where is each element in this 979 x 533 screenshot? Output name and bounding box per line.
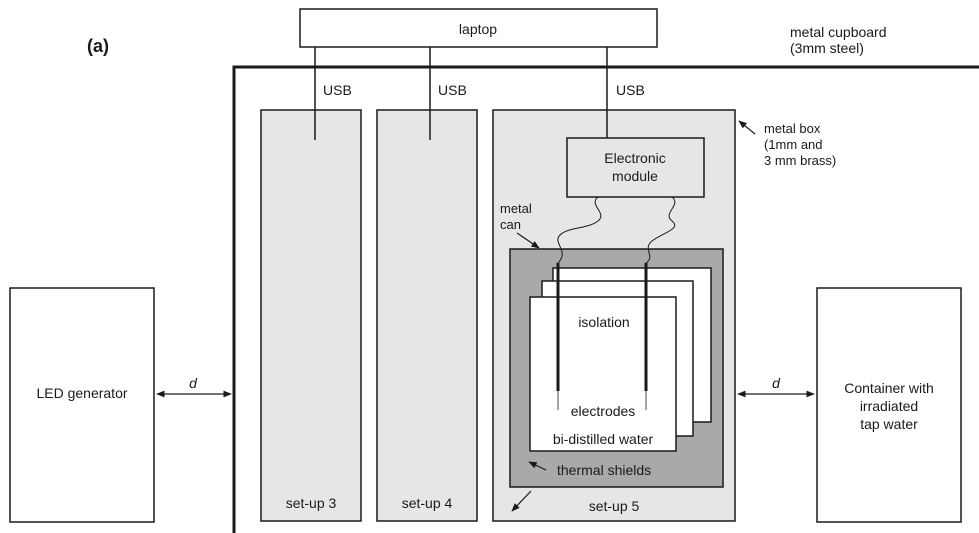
laptop-box (299, 8, 658, 48)
distance-label-right: d (772, 375, 781, 391)
distance-label-left: d (189, 375, 198, 391)
usb-label-5: USB (616, 82, 645, 98)
metal-box-label-line3: 3 mm brass) (764, 153, 836, 168)
led-generator-box (9, 287, 155, 523)
electrode-wire-left (557, 196, 602, 264)
container-box (816, 287, 962, 523)
setup-4-panel (376, 109, 478, 522)
thermal-shields-arrow-down (511, 490, 532, 512)
metal-box-label-line2: (1mm and (764, 137, 823, 152)
figure-label: (a) (87, 36, 109, 56)
cupboard-label-line2: (3mm steel) (790, 40, 864, 56)
metal-cupboard-outline (232, 65, 979, 533)
led-generator-label: LED generator (36, 385, 127, 401)
setup-3-panel (260, 109, 362, 522)
metal-box-arrow (738, 120, 756, 135)
usb-label-3: USB (323, 82, 352, 98)
water-label: bi-distilled water (553, 431, 654, 447)
metal-box-label-line1: metal box (764, 121, 821, 136)
electronic-module-box (566, 137, 705, 198)
metal-can-arrow (516, 232, 540, 249)
setup-3-label: set-up 3 (286, 495, 337, 511)
container-label-line1: Container with (844, 380, 934, 396)
electronic-module-line2: module (612, 168, 658, 184)
cupboard-label-line1: metal cupboard (790, 24, 887, 40)
metal-can-label-line1: metal (500, 201, 532, 216)
thermal-shield-front (529, 296, 677, 452)
electrode-wire-right (645, 196, 676, 264)
thermal-shields-label: thermal shields (557, 462, 651, 478)
thermal-shields-arrow-up (528, 461, 547, 471)
metal-can-label-line2: can (500, 217, 521, 232)
setup-4-label: set-up 4 (402, 495, 453, 511)
isolation-label: isolation (578, 314, 629, 330)
container-label-line3: tap water (860, 416, 918, 432)
electrodes-label: electrodes (571, 403, 636, 419)
container-label-line2: irradiated (860, 398, 918, 414)
laptop-label: laptop (459, 21, 497, 37)
setup-5-label: set-up 5 (589, 498, 640, 514)
electronic-module-line1: Electronic (604, 150, 665, 166)
usb-label-4: USB (438, 82, 467, 98)
